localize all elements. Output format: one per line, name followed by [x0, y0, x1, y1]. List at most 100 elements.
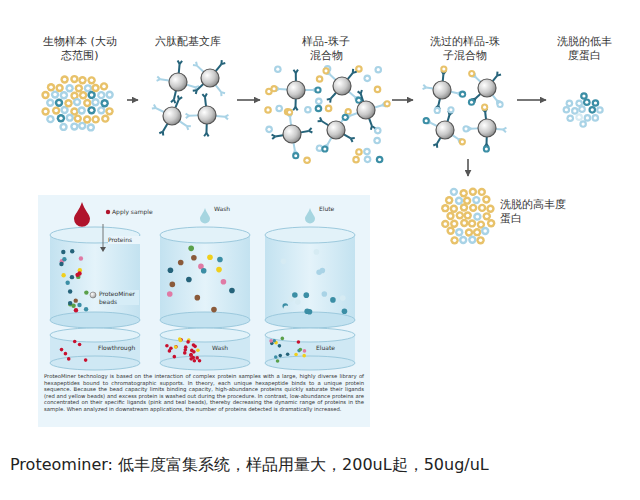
protein-dot-core — [452, 190, 456, 194]
protein-dot — [84, 307, 88, 311]
protein-dot — [440, 65, 447, 72]
flow-arrow — [517, 99, 546, 101]
ligand-stem — [205, 97, 206, 106]
chromatography-bead — [357, 101, 375, 119]
figure-caption: Proteominer: 低丰度富集系统，样品用量大，200uL起，50ug/u… — [10, 455, 489, 476]
protein-dot — [195, 295, 201, 301]
protein-dot — [292, 292, 298, 298]
protein-dot — [459, 236, 467, 244]
protein-dot-core — [85, 118, 89, 122]
column-top — [160, 227, 250, 243]
protein-dot — [286, 352, 290, 356]
protein-dot-core — [463, 221, 467, 225]
protein-dot — [178, 337, 182, 341]
protein-dot-core — [436, 109, 439, 112]
panel-ground — [38, 195, 370, 427]
protein-dot — [274, 355, 278, 359]
ligand-stem — [486, 137, 488, 144]
protein-dot — [66, 113, 74, 121]
protein-dot-core — [58, 86, 62, 90]
protein-dot — [74, 308, 78, 312]
protein-dot-core — [485, 147, 488, 150]
stage-label: 生物样本 (大动态范围) — [41, 35, 119, 63]
protein-dot — [294, 353, 298, 357]
protein-dot — [487, 219, 495, 227]
protein-dot-core — [470, 101, 473, 104]
protein-dot — [295, 299, 301, 305]
protein-dot-core — [99, 109, 103, 113]
protein-dot-core — [594, 116, 597, 119]
stage-label: 样品-珠子 混合物 — [295, 35, 357, 63]
protein-dot-core — [354, 158, 357, 161]
protein-dot — [299, 348, 303, 352]
protein-dot-core — [465, 127, 468, 130]
protein-dot-core — [49, 86, 53, 90]
protein-dot-core — [578, 116, 581, 119]
protein-dot — [68, 301, 72, 305]
protein-dot — [64, 99, 72, 107]
protein-dot — [165, 344, 169, 348]
ligand-arm — [221, 63, 225, 64]
ligand-stem — [205, 124, 207, 133]
protein-dot — [65, 84, 73, 92]
protein-dot — [481, 104, 488, 111]
protein-dot-core — [475, 230, 479, 234]
bead-icon — [90, 292, 96, 298]
protein-dot-core — [77, 87, 81, 91]
protein-dot — [77, 303, 81, 307]
protein-dot-core — [53, 93, 57, 97]
protein-dot — [192, 343, 196, 347]
protein-dot-core — [90, 79, 94, 83]
protein-dot — [297, 340, 301, 344]
protein-dot-core — [586, 116, 589, 119]
protein-dot — [87, 106, 95, 114]
ligand-stem — [475, 94, 480, 99]
ligand-stem — [163, 124, 168, 132]
protein-dot — [302, 354, 306, 358]
ligand-arm — [423, 85, 426, 88]
protein-dot-core — [365, 150, 368, 153]
protein-dot — [64, 352, 68, 356]
ligand-stem — [279, 88, 287, 90]
protein-dot-core — [94, 118, 98, 122]
protein-dot — [278, 354, 282, 358]
ligand-stem — [197, 66, 204, 72]
protein-dot — [46, 99, 54, 107]
protein-dot-core — [366, 158, 369, 161]
protein-dot — [316, 75, 324, 83]
column-bottom — [160, 312, 250, 328]
protein-dot — [67, 357, 71, 361]
protein-dot-core — [94, 86, 98, 90]
protein-dot — [434, 107, 441, 114]
ligand-arm — [309, 131, 313, 133]
protein-dot-core — [62, 125, 66, 129]
ligand-stem — [349, 92, 355, 97]
protein-dot — [592, 99, 600, 107]
protein-dot-core — [378, 158, 381, 161]
ligand-stem — [197, 84, 204, 90]
protein-dot — [423, 117, 430, 124]
protein-dot — [325, 105, 333, 113]
ligand-arm — [327, 98, 331, 101]
protein-dot — [483, 145, 490, 152]
protein-dot — [322, 67, 329, 74]
ligand-stem — [156, 108, 164, 112]
protein-dot — [314, 86, 321, 93]
protein-dot — [55, 84, 63, 92]
column-bottom — [50, 312, 140, 328]
protein-dot-core — [499, 103, 502, 106]
protein-dot-core — [376, 139, 379, 142]
protein-dot — [481, 227, 489, 235]
protein-dot-core — [466, 214, 470, 218]
protein-dot — [178, 260, 184, 266]
protein-dot-core — [357, 99, 360, 102]
protein-dot — [41, 91, 49, 99]
protein-dot-core — [449, 214, 453, 218]
protein-dot-core — [480, 190, 484, 194]
protein-dot-core — [44, 110, 48, 114]
protein-dot-core — [485, 198, 489, 202]
ligand-stem — [160, 79, 169, 80]
protein-dot-core — [63, 78, 67, 82]
ligand-stem — [448, 115, 450, 122]
